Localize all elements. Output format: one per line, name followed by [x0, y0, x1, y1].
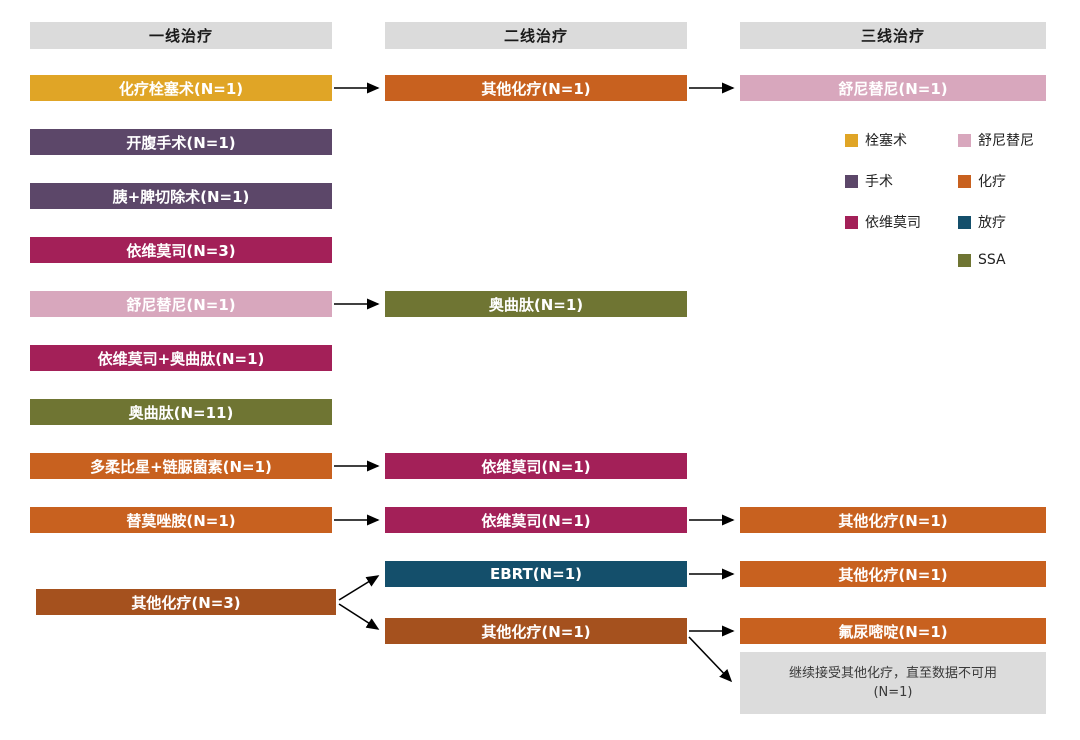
legend-label-radiotherapy: 放疗 [978, 215, 1006, 231]
legend-label-ssa: SSA [978, 252, 1006, 268]
node-third-line-other-chemo-2: 其他化疗(N=1) [740, 561, 1046, 587]
node-second-line-everolimus-2: 依维莫司(N=1) [385, 507, 687, 533]
continuation-note: 继续接受其他化疗，直至数据不可用 (N=1) [740, 652, 1046, 714]
continuation-note-line1: 继续接受其他化疗，直至数据不可用 [788, 665, 997, 681]
node-second-line-other-chemo-2: 其他化疗(N=1) [385, 618, 687, 644]
legend-item-embolization: 栓塞术 [845, 130, 907, 150]
legend-swatch-surgery [845, 174, 858, 188]
node-first-line-laparotomy: 开腹手术(N=1) [30, 129, 332, 155]
arrow-otherchemo3-to-otherchemo [338, 603, 380, 630]
node-first-line-other-chemo: 其他化疗(N=3) [36, 589, 336, 615]
legend-item-everolimus: 依维莫司 [845, 212, 921, 232]
node-first-line-chemoembolization: 化疗栓塞术(N=1) [30, 75, 332, 101]
node-third-line-fluorouracil: 氟尿嘧啶(N=1) [740, 618, 1046, 644]
arrow-otherchemo-to-note [688, 636, 733, 683]
node-first-line-doxorubicin-streptozocin: 多柔比星+链脲菌素(N=1) [30, 453, 332, 479]
node-first-line-octreotide: 奥曲肽(N=11) [30, 399, 332, 425]
legend-swatch-everolimus [845, 215, 858, 229]
column-header-third-line: 三线治疗 [740, 22, 1046, 49]
node-second-line-everolimus-1: 依维莫司(N=1) [385, 453, 687, 479]
node-first-line-everolimus: 依维莫司(N=3) [30, 237, 332, 263]
legend-label-sunitinib: 舒尼替尼 [978, 133, 1034, 149]
legend-swatch-embolization [845, 133, 858, 147]
arrow-otherchemo3-to-ebrt [338, 575, 380, 601]
column-header-second-line: 二线治疗 [385, 22, 687, 49]
node-first-line-pancreas-spleen-resection: 胰+脾切除术(N=1) [30, 183, 332, 209]
legend-label-surgery: 手术 [865, 174, 893, 190]
legend-item-surgery: 手术 [845, 171, 893, 191]
node-first-line-everolimus-octreotide: 依维莫司+奥曲肽(N=1) [30, 345, 332, 371]
legend-label-chemo: 化疗 [978, 174, 1006, 190]
node-first-line-temozolomide: 替莫唑胺(N=1) [30, 507, 332, 533]
legend-swatch-ssa [958, 253, 971, 267]
node-third-line-sunitinib: 舒尼替尼(N=1) [740, 75, 1046, 101]
legend-item-sunitinib: 舒尼替尼 [958, 130, 1034, 150]
node-first-line-sunitinib: 舒尼替尼(N=1) [30, 291, 332, 317]
legend-swatch-sunitinib [958, 133, 971, 147]
node-second-line-octreotide: 奥曲肽(N=1) [385, 291, 687, 317]
continuation-note-line2: (N=1) [873, 685, 913, 700]
legend-swatch-chemo [958, 174, 971, 188]
legend-label-embolization: 栓塞术 [865, 133, 907, 149]
node-second-line-other-chemo-1: 其他化疗(N=1) [385, 75, 687, 101]
legend-item-radiotherapy: 放疗 [958, 212, 1006, 232]
legend-item-chemo: 化疗 [958, 171, 1006, 191]
node-third-line-other-chemo-1: 其他化疗(N=1) [740, 507, 1046, 533]
node-second-line-ebrt: EBRT(N=1) [385, 561, 687, 587]
legend-label-everolimus: 依维莫司 [865, 215, 921, 231]
legend-swatch-radiotherapy [958, 215, 971, 229]
column-header-first-line: 一线治疗 [30, 22, 332, 49]
legend-item-ssa: SSA [958, 252, 1006, 268]
